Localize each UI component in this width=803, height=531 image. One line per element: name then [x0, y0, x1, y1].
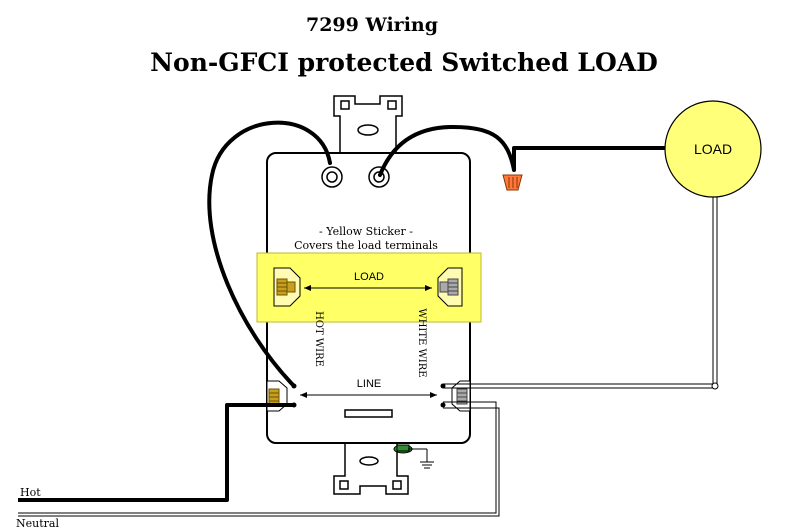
load-arrow — [304, 285, 432, 291]
load-feed-wire — [512, 146, 666, 170]
top-screw-left — [321, 166, 343, 188]
switched-wire — [378, 124, 516, 177]
load-terminal-silver — [437, 267, 463, 307]
load-circle — [664, 100, 762, 198]
line-dot-right-top — [440, 383, 446, 389]
ground-screw — [393, 444, 413, 454]
sticker-text-line2: Covers the load terminals — [294, 239, 438, 252]
hot-feed-wire — [18, 403, 294, 502]
diagram-subtitle: Non-GFCI protected Switched LOAD — [150, 48, 658, 77]
hot-label: Hot — [20, 486, 41, 499]
white-wire-label: WHITE WIRE — [416, 308, 427, 377]
line-dot-right-bottom — [440, 402, 446, 408]
hot-wire-label: HOT WIRE — [313, 311, 324, 367]
hot-wire-jumper — [207, 120, 332, 388]
load-circle-label: LOAD — [694, 141, 732, 157]
neutral-wire — [18, 401, 500, 517]
top-mounting-strap — [333, 95, 403, 155]
load-return-wire — [443, 195, 719, 390]
diagram-title: 7299 Wiring — [306, 14, 438, 36]
test-slot — [344, 409, 393, 418]
ground-symbol-icon — [408, 448, 434, 469]
neutral-label: Neutral — [16, 517, 59, 530]
load-terminal-brass — [273, 267, 301, 307]
wire-nut-icon — [502, 174, 523, 191]
top-screw-right — [368, 166, 390, 188]
line-terminals-label: LINE — [357, 378, 381, 390]
line-terminal-silver — [451, 380, 471, 412]
sticker-text-line1: - Yellow Sticker - — [319, 225, 413, 238]
bottom-mounting-strap — [333, 442, 409, 495]
load-terminals-label: LOAD — [354, 271, 384, 283]
line-arrow — [300, 392, 437, 398]
